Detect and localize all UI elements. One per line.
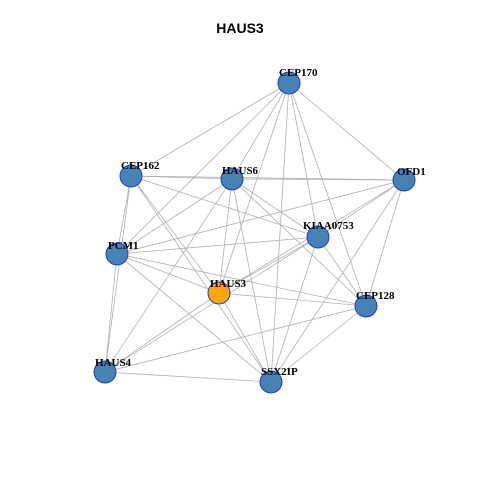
edge-haus4-ssx2ip — [104, 371, 272, 383]
edge-cep162-pcm1 — [116, 175, 132, 255]
edge-haus6-kiaa0753 — [231, 178, 319, 238]
node-kiaa0753[interactable] — [306, 225, 330, 249]
node-label-cep170: CEP170 — [279, 67, 318, 79]
edge-kiaa0753-ssx2ip — [270, 236, 319, 383]
node-label-cep128: CEP128 — [356, 290, 395, 302]
edge-pcm1-ssx2ip — [116, 253, 272, 383]
node-label-pcm1: PCM1 — [108, 240, 139, 252]
edge-haus6-ofd1 — [231, 178, 405, 181]
edge-haus3-cep128 — [218, 292, 367, 307]
edges-layer — [104, 82, 405, 383]
edge-ofd1-pcm1 — [116, 179, 405, 255]
node-haus4[interactable] — [93, 360, 117, 384]
node-label-haus4: HAUS4 — [95, 357, 132, 369]
node-haus3[interactable] — [207, 281, 231, 305]
node-ssx2ip[interactable] — [259, 370, 283, 394]
node-label-haus6: HAUS6 — [222, 165, 259, 177]
node-label-cep162: CEP162 — [121, 160, 160, 172]
node-pcm1[interactable] — [105, 242, 129, 266]
edge-cep162-haus3 — [130, 175, 220, 294]
edge-kiaa0753-haus3 — [218, 236, 319, 294]
edge-cep162-ssx2ip — [130, 175, 272, 383]
nodes-layer — [93, 71, 416, 394]
edge-haus6-haus4 — [104, 178, 233, 373]
node-label-kiaa0753: KIAA0753 — [303, 220, 354, 232]
edge-cep128-haus4 — [104, 305, 367, 373]
edge-kiaa0753-cep128 — [317, 236, 367, 307]
edge-haus6-pcm1 — [116, 178, 233, 255]
edge-cep170-ssx2ip — [270, 82, 290, 383]
edge-cep170-cep162 — [130, 82, 290, 177]
edge-kiaa0753-haus4 — [104, 236, 319, 373]
edge-haus6-ssx2ip — [231, 178, 272, 383]
node-ofd1[interactable] — [392, 168, 416, 192]
edge-cep170-cep128 — [288, 82, 367, 307]
edge-haus6-haus3 — [218, 178, 233, 294]
edge-haus3-ssx2ip — [218, 292, 272, 383]
edge-pcm1-cep128 — [116, 253, 367, 307]
node-label-ofd1: OFD1 — [397, 166, 426, 178]
edge-cep170-ofd1 — [288, 82, 405, 181]
edge-cep170-haus6 — [231, 82, 290, 180]
node-label-ssx2ip: SSX2IP — [261, 366, 298, 378]
edge-ofd1-cep128 — [365, 179, 405, 307]
edge-cep128-ssx2ip — [270, 305, 367, 383]
edge-cep162-ofd1 — [130, 175, 405, 181]
edge-cep162-kiaa0753 — [130, 175, 319, 238]
edge-haus6-cep128 — [231, 178, 367, 307]
edge-cep170-pcm1 — [116, 82, 290, 255]
node-label-haus3: HAUS3 — [210, 278, 247, 290]
node-haus6[interactable] — [220, 167, 244, 191]
node-cep128[interactable] — [354, 294, 378, 318]
edge-ofd1-kiaa0753 — [317, 179, 405, 238]
node-cep162[interactable] — [119, 164, 143, 188]
edge-cep170-haus3 — [218, 82, 290, 294]
edge-cep170-kiaa0753 — [288, 82, 319, 238]
edge-haus3-haus4 — [104, 292, 220, 373]
graph-title: HAUS3 — [216, 20, 264, 36]
edge-cep162-haus4 — [104, 175, 132, 373]
edge-ofd1-ssx2ip — [270, 179, 405, 383]
node-cep170[interactable] — [277, 71, 301, 95]
edge-kiaa0753-pcm1 — [116, 236, 319, 255]
edge-pcm1-haus4 — [104, 253, 118, 373]
edge-pcm1-haus3 — [116, 253, 220, 294]
